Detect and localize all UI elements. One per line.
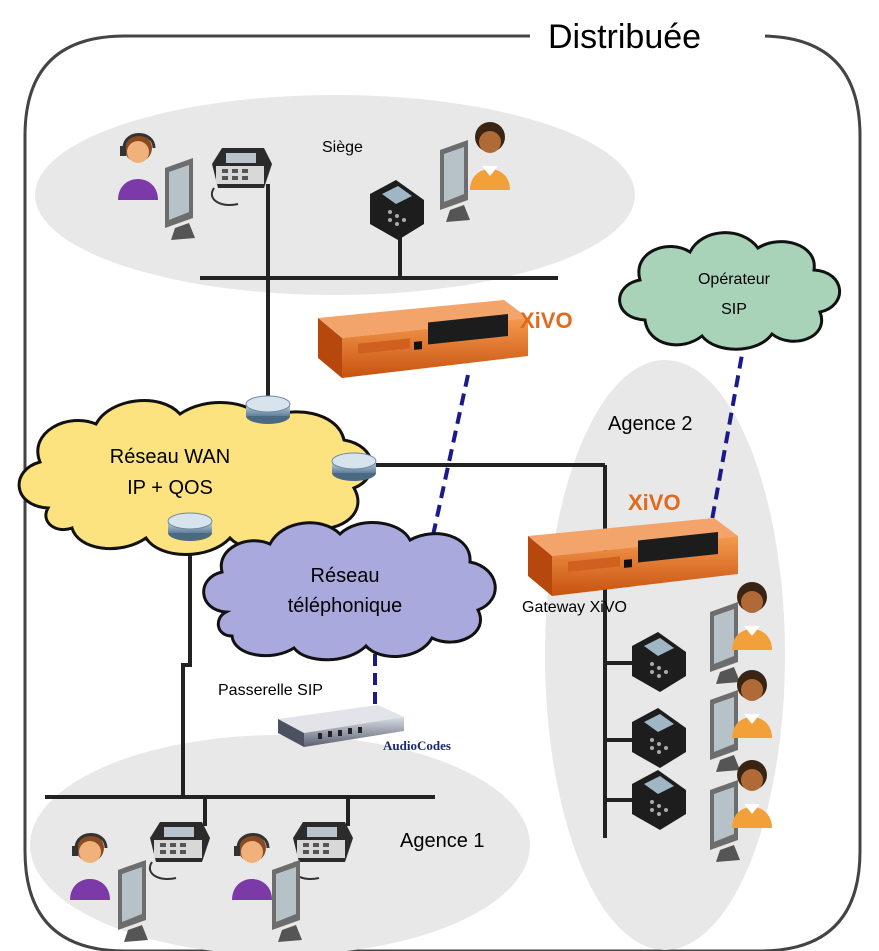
zone-label-agence2: Agence 2 (608, 413, 693, 435)
router-icon (245, 395, 291, 425)
gateway-xivo-label: Gateway XiVO (522, 599, 627, 616)
xivo-server-icon (318, 300, 528, 378)
cloud-wan-line1: Réseau WAN (110, 446, 230, 468)
cloud-tel-line2: téléphonique (288, 595, 403, 617)
outer-frame (23, 34, 862, 951)
zone-label-agence1: Agence 1 (400, 830, 485, 852)
cloud-operateur-line2: SIP (721, 301, 747, 318)
audiocodes-gateway-icon (278, 705, 404, 747)
title-gap (530, 10, 765, 60)
zone-agence1 (30, 735, 530, 951)
cloud-wan-line2: IP + QOS (127, 477, 213, 499)
xivo-logo: XiVO (520, 308, 573, 333)
cloud-operateur-line1: Opérateur (698, 271, 771, 288)
cloud-tel-line1: Réseau (311, 565, 380, 587)
passerelle-sip-label: Passerelle SIP (218, 682, 323, 699)
zone-label-siege: Siège (322, 139, 363, 156)
network-links (45, 184, 632, 838)
cloud-operateur-sip (618, 231, 841, 351)
router-icon (331, 452, 377, 482)
cloud-reseau-telephonique (202, 521, 497, 662)
diagram-title: Distribuée (548, 18, 701, 56)
router-icon (167, 512, 213, 542)
cloud-reseau-wan (17, 399, 374, 556)
xivo-logo-gateway: XiVO (628, 490, 681, 515)
audiocodes-logo: AudioCodes (383, 738, 451, 753)
